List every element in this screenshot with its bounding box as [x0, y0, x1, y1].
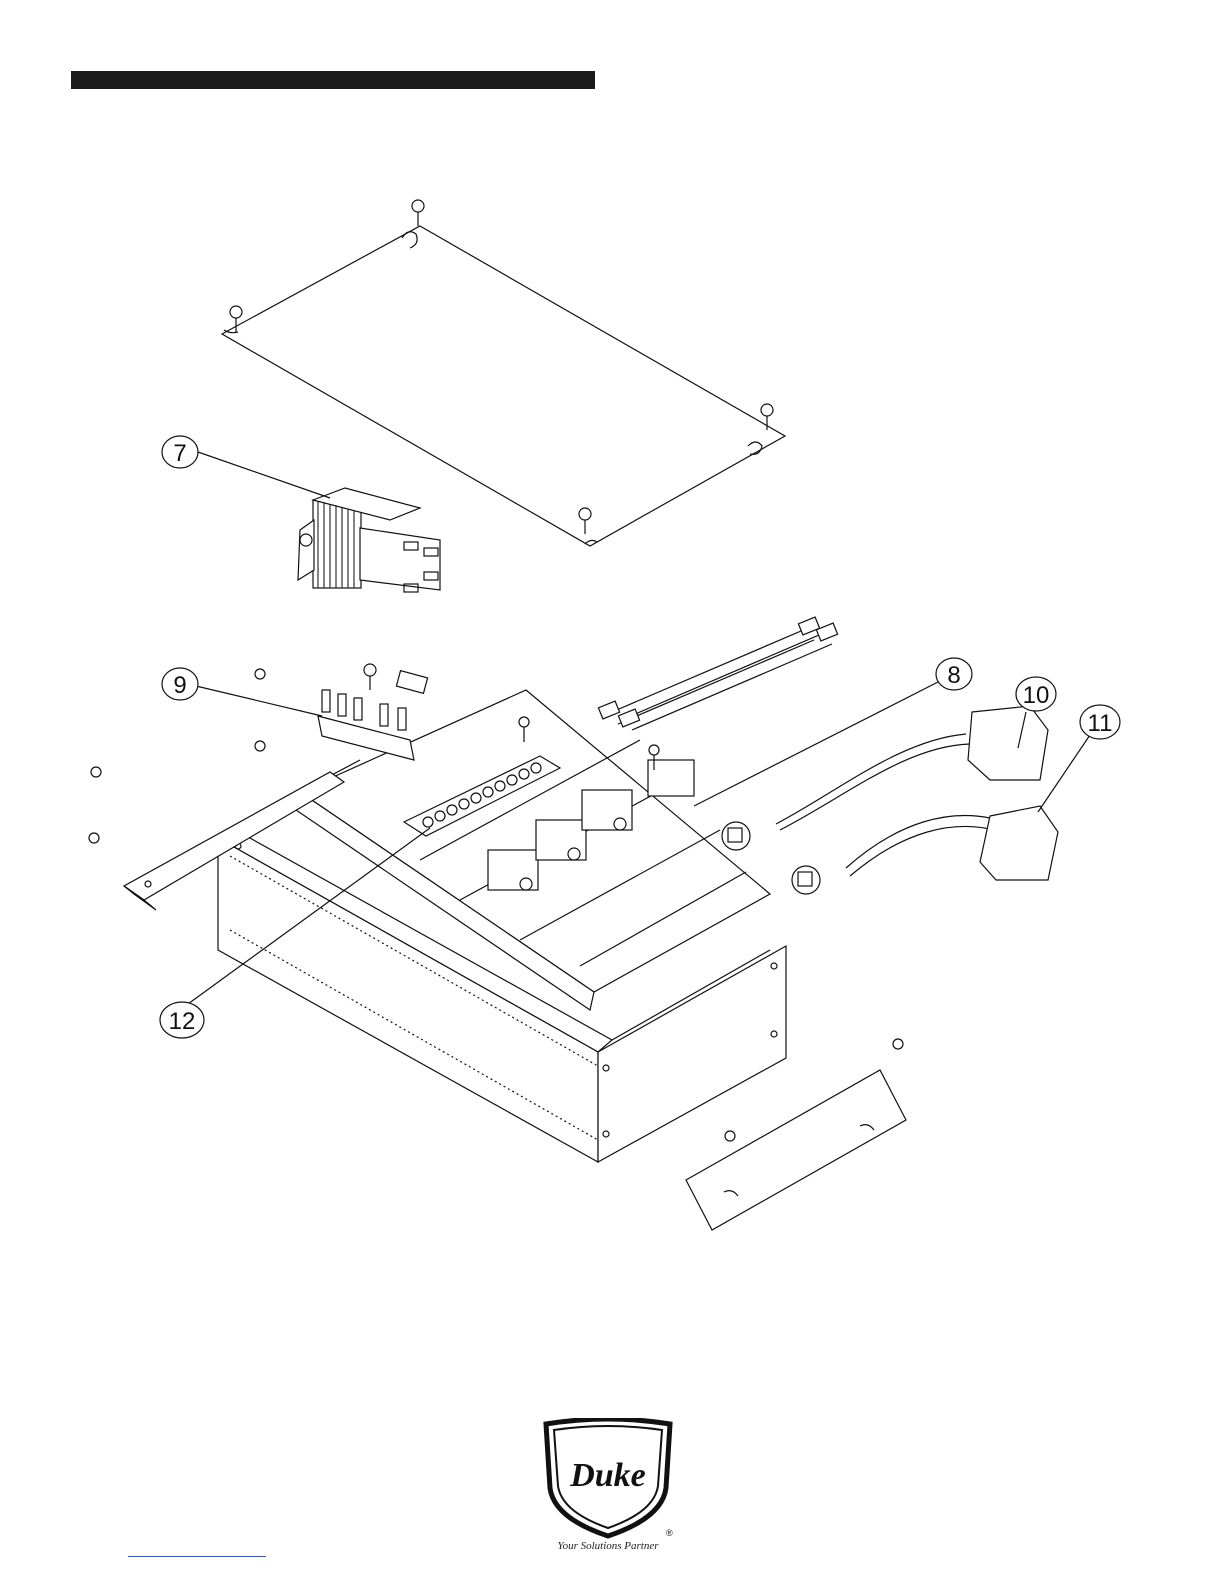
tagline: Your Solutions Partner: [520, 1540, 696, 1552]
footer-link-underline[interactable]: [128, 1556, 266, 1557]
duke-logo: Duke ®: [538, 1418, 678, 1543]
logo-registered: ®: [666, 1528, 673, 1538]
callout-9: 9: [173, 672, 186, 699]
callout-12: 12: [169, 1008, 196, 1035]
callout-10: 10: [1023, 682, 1050, 709]
callout-11: 11: [1088, 710, 1113, 737]
power-cords: [776, 706, 1058, 880]
callout-7: 7: [173, 440, 186, 467]
logo-brand: Duke: [569, 1457, 646, 1494]
transformer: [298, 488, 440, 592]
relay-bracket: [318, 671, 428, 760]
cover-plate: [222, 226, 785, 546]
wire-jumpers: [598, 617, 837, 730]
callout-8: 8: [947, 662, 960, 689]
